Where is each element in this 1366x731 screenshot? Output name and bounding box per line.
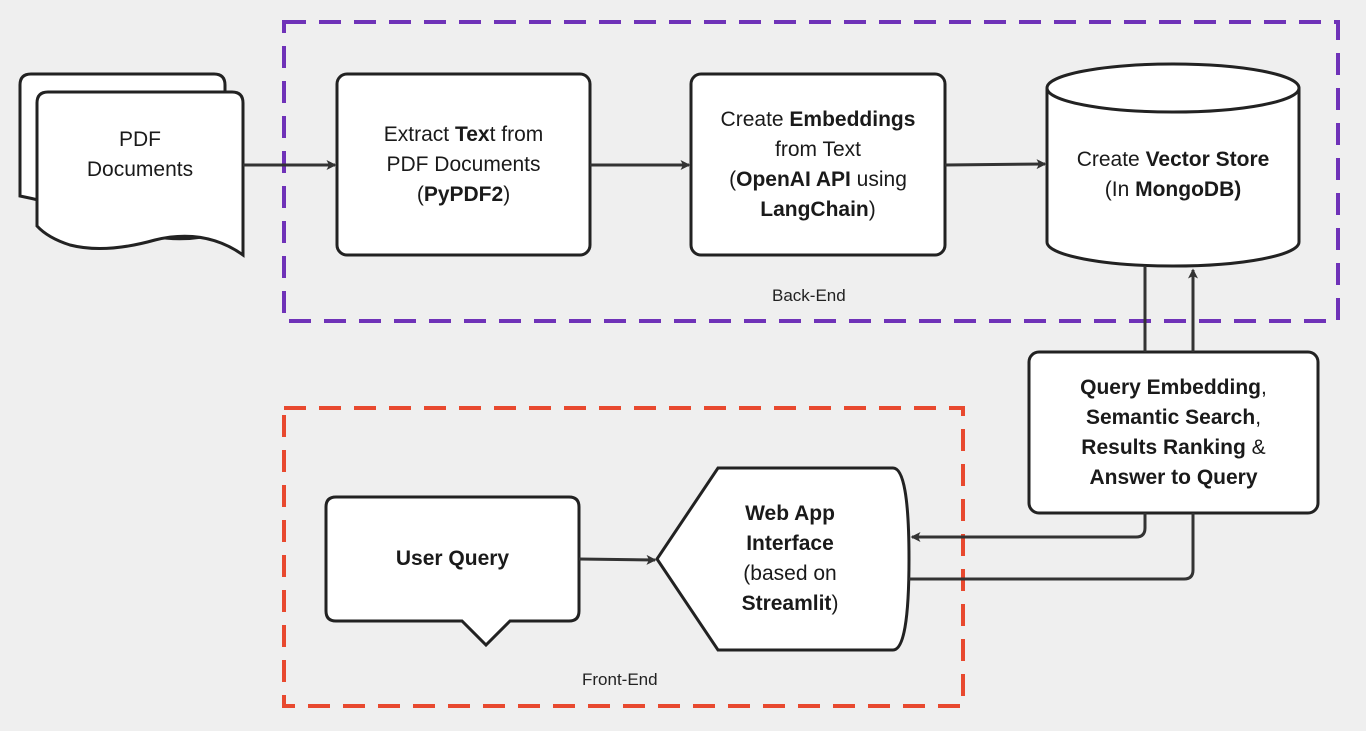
vector-l1-b: Vector Store <box>1145 148 1270 171</box>
extract-l1-c: t from <box>489 122 544 146</box>
webapp-l4-close: ) <box>831 592 839 615</box>
webapp-line2: Interface <box>746 532 834 555</box>
query-line4: Answer to Query <box>1089 463 1257 493</box>
extract-text-label: Extract Text from PDF Documents (PyPDF2) <box>337 74 590 255</box>
webapp-line4: Streamlit) <box>742 589 839 619</box>
extract-l1-b: Tex <box>454 122 490 146</box>
backend-group-border <box>282 20 1340 323</box>
query-l2-bold: Semantic Search <box>1085 405 1256 429</box>
query-line1: Query Embedding, <box>1080 373 1267 403</box>
vector-store-label: Create Vector Store (In MongoDB) <box>1047 120 1299 230</box>
query-line3: Results Ranking & <box>1081 433 1265 463</box>
webapp-line1: Web App <box>745 502 835 525</box>
query-l1-tail: , <box>1261 375 1267 399</box>
extract-line2: PDF Documents <box>386 152 541 176</box>
embed-l4-close: ) <box>868 197 876 221</box>
embed-line3: (OpenAI API using <box>729 165 907 195</box>
edge-embed-to-vector <box>944 159 1047 170</box>
webapp-l4-bold: Streamlit <box>741 592 832 615</box>
pdf-documents-node <box>18 72 245 258</box>
edge-query-to-webapp <box>910 513 1147 542</box>
vector-store-node <box>1045 62 1301 268</box>
web-app-label: Web App Interface (based on Streamlit) <box>690 468 890 650</box>
embed-l4-bold: LangChain <box>760 197 869 221</box>
create-embeddings-label: Create Embeddings from Text (OpenAI API … <box>691 74 945 255</box>
edge-user-to-webapp <box>578 554 657 565</box>
query-processing-node <box>1027 350 1320 515</box>
query-l3-tail: & <box>1245 435 1266 459</box>
pdf-documents-label: PDF Documents <box>40 110 240 200</box>
pdf-line1: PDF <box>119 128 161 151</box>
vector-l2-b: MongoDB) <box>1135 178 1242 201</box>
connectors <box>243 159 1198 581</box>
extract-line3: (PyPDF2) <box>417 180 510 210</box>
query-line2: Semantic Search, <box>1086 403 1261 433</box>
query-l1-bold: Query Embedding <box>1080 375 1261 399</box>
webapp-line3: (based on <box>743 562 837 585</box>
vector-line2: (In MongoDB) <box>1105 175 1241 205</box>
web-app-node <box>655 466 911 652</box>
extract-line1: Extract Text from <box>384 120 544 150</box>
embed-line1: Create Embeddings <box>721 105 916 135</box>
user-query-node <box>324 495 581 648</box>
vector-l1-a: Create <box>1076 148 1146 171</box>
embed-l1-b: Embeddings <box>789 107 916 131</box>
extract-l3-bold: PyPDF2 <box>423 182 504 206</box>
backend-group-label: Back-End <box>772 286 846 305</box>
user-query-label: User Query <box>326 497 579 621</box>
vector-line1: Create Vector Store <box>1077 145 1270 175</box>
user-query-text: User Query <box>395 547 510 570</box>
extract-l3-open: ( <box>416 182 424 206</box>
embed-l3-bold: OpenAI API <box>736 167 851 191</box>
embed-l3-rest: using <box>850 167 907 191</box>
query-processing-label: Query Embedding, Semantic Search, Result… <box>1029 352 1318 513</box>
frontend-group-label: Front-End <box>582 670 658 689</box>
query-l4-bold: Answer to Query <box>1089 465 1258 489</box>
pdf-line2: Documents <box>86 158 194 181</box>
frontend-group-border <box>282 406 965 708</box>
extract-l1-a: Extract <box>383 122 455 146</box>
embed-line2: from Text <box>775 137 861 161</box>
embed-l1-a: Create <box>720 107 790 131</box>
embed-line4: LangChain) <box>760 195 876 225</box>
query-l2-tail: , <box>1255 405 1262 429</box>
vector-l2-a: (In <box>1104 178 1136 201</box>
edge-webapp-to-query <box>909 513 1195 581</box>
query-l3-bold: Results Ranking <box>1081 435 1246 459</box>
extract-l3-close: ) <box>503 182 511 206</box>
embed-l3-open: ( <box>729 167 737 191</box>
